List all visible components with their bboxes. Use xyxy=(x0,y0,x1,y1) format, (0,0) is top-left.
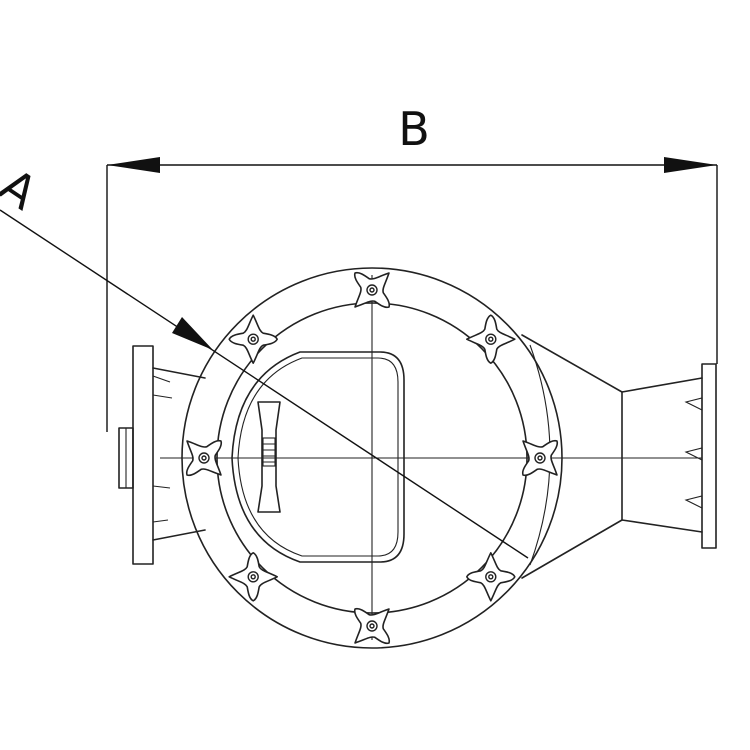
bolt-knob xyxy=(228,314,278,365)
bolt-knob xyxy=(353,271,391,309)
bolt-knobs xyxy=(185,271,559,645)
bolt-knob xyxy=(353,607,391,645)
dimension-a-arrow xyxy=(172,317,213,350)
bolt-knob xyxy=(185,439,223,477)
inspection-window xyxy=(231,351,405,563)
center-lines xyxy=(160,275,702,640)
dimension-a: A xyxy=(0,158,529,559)
dimension-b-label: B xyxy=(398,102,430,156)
bolt-knob xyxy=(465,551,516,602)
dimension-b-arrow-right xyxy=(664,157,717,173)
bolt-knob xyxy=(465,314,516,365)
dimension-a-label: A xyxy=(0,158,47,221)
window-handle xyxy=(257,401,281,513)
dimension-b: B xyxy=(106,102,718,432)
bolt-knob xyxy=(228,551,278,602)
dimension-b-arrow-left xyxy=(107,157,160,173)
bolt-knob xyxy=(521,439,559,477)
